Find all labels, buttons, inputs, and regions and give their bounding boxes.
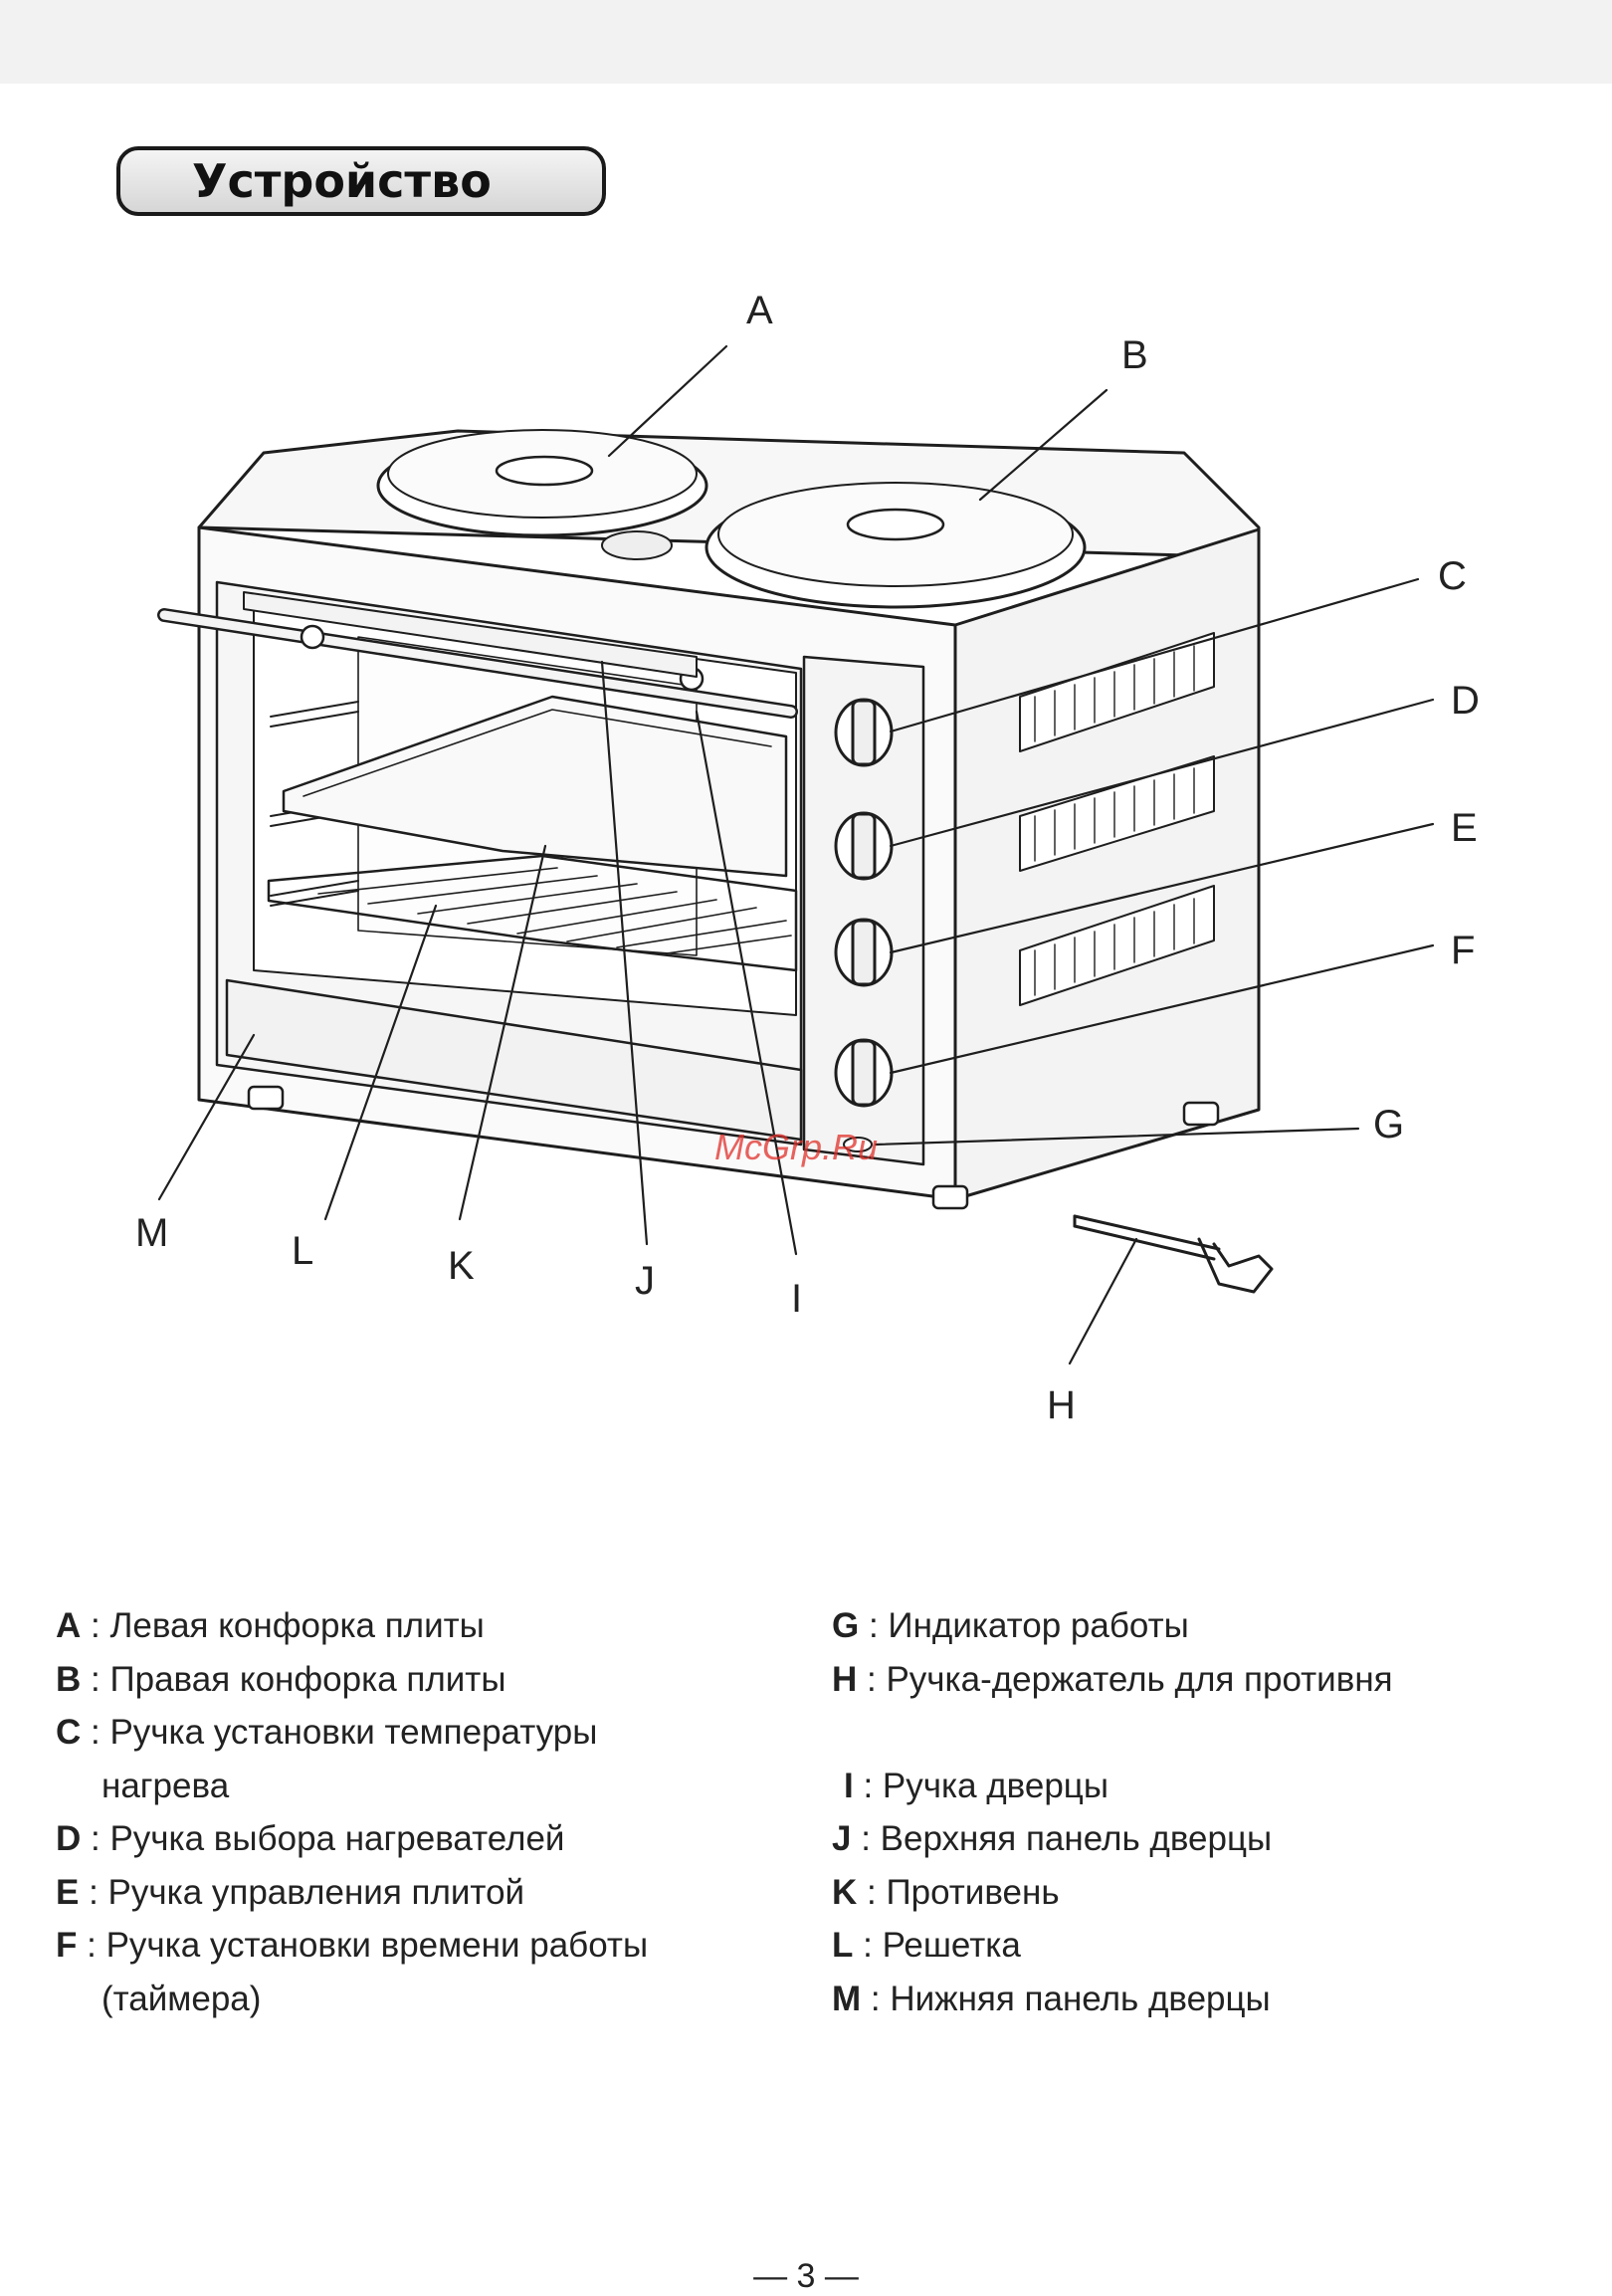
legend-item-K: K : Противень [832,1866,1588,1920]
section-title: Устройство [116,146,606,216]
legend-text: : Верхняя панель дверцы [851,1819,1273,1858]
legend-item-C: C : Ручка установки температуры [56,1706,792,1760]
legend-text: : Ручка дверцы [853,1766,1109,1805]
legend-item-A: A : Левая конфорка плиты [56,1599,792,1653]
legend-key: D [56,1819,82,1858]
legend-spacer [832,1706,1588,1760]
lower-door-panel [225,978,803,1142]
legend-text: : Решетка [853,1926,1021,1965]
control-panel [802,655,925,1166]
legend-item-G: G : Индикатор работы [832,1599,1588,1653]
legend-text: : Правая конфорка плиты [81,1659,506,1699]
label-I: I [791,1277,802,1321]
legend-key: E [56,1872,80,1912]
legend-text: : Ручка установки времени работы [77,1926,649,1965]
legend-text: : Ручка установки температуры [81,1713,598,1752]
legend-item-H: H : Ручка-держатель для противня [832,1653,1588,1707]
legend-text: : Ручка управления плитой [79,1872,525,1912]
label-M: M [135,1211,168,1255]
legend-left: A : Левая конфорка плиты B : Правая конф… [56,1599,792,2025]
right-hotplate [705,482,1087,609]
legend-text: : Ручка выбора нагревателей [81,1819,565,1858]
legend-key: I [844,1766,854,1805]
label-D: D [1451,679,1480,723]
legend-item-J: J : Верхняя панель дверцы [832,1812,1588,1866]
legend-text: : Индикатор работы [859,1606,1189,1645]
legend-key: C [56,1713,82,1752]
legend-text: : Ручка-держатель для противня [857,1659,1393,1699]
page-number: — 3 — [753,2257,859,2295]
legend-item-F: F : Ручка установки времени работы [56,1919,792,1973]
legend-key: J [832,1819,852,1858]
leader-lines [157,344,1435,1365]
label-K: K [448,1244,475,1288]
label-L: L [292,1229,313,1273]
legend-key: A [56,1606,82,1645]
legend-key: M [832,1979,862,2018]
control-knobs [834,698,894,1108]
legend-item-M: M : Нижняя панель дверцы [832,1973,1588,2026]
oven-feet [247,1085,1220,1210]
label-B: B [1121,333,1148,377]
legend-item-B: B : Правая конфорка плиты [56,1653,792,1707]
legend-text: : Левая конфорка плиты [81,1606,485,1645]
label-C: C [1438,554,1467,598]
label-J: J [635,1259,655,1303]
legend-key: H [832,1659,858,1699]
legend-key: F [56,1926,78,1965]
watermark: McGrp.Ru [714,1127,878,1167]
legend-item-L: L : Решетка [832,1919,1588,1973]
tray-holder-tool [1073,1214,1274,1294]
legend-right: G : Индикатор работы H : Ручка-держатель… [832,1599,1588,2025]
legend-item-D: D : Ручка выбора нагревателей [56,1812,792,1866]
legend-text: : Нижняя панель дверцы [861,1979,1271,2018]
legend-item-I: I : Ручка дверцы [832,1760,1588,1813]
legend-continuation: (таймера) [101,1979,262,2018]
label-G: G [1373,1103,1404,1147]
section-title-text: Устройство [192,154,492,208]
indicator-light [843,1137,873,1152]
label-H: H [1047,1383,1076,1427]
left-hotplate [376,429,708,537]
label-F: F [1451,929,1475,972]
oven-side-panel [953,527,1261,1201]
side-vents [1019,632,1215,1006]
legend-text: : Противень [857,1872,1060,1912]
legend-key: B [56,1659,82,1699]
top-band [0,0,1612,84]
legend-key: G [832,1606,860,1645]
legend-item-E: E : Ручка управления плитой [56,1866,792,1920]
top-door-panel [243,591,698,678]
label-E: E [1451,806,1478,850]
legend-key: K [832,1872,858,1912]
legend-key: L [832,1926,854,1965]
baking-tray [282,695,788,878]
legend-continuation: нагрева [101,1766,230,1805]
oven-diagram: A B C D E F G H I J K L M McGrp.Ru [135,289,1480,1427]
label-A: A [746,289,773,332]
